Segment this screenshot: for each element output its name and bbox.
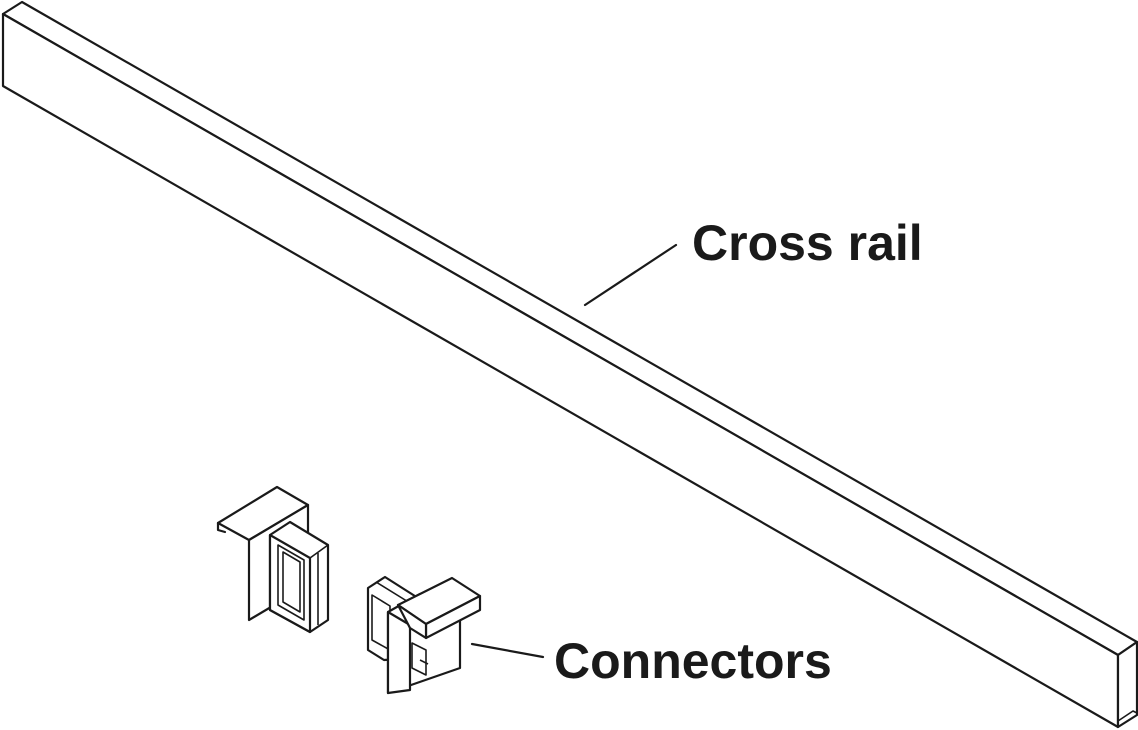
connector-right	[366, 575, 482, 695]
connectors-label: Connectors	[554, 633, 832, 689]
cross-rail-label: Cross rail	[692, 215, 923, 271]
cross-rail-end-inner	[1117, 710, 1138, 722]
connectors-leader-line	[470, 642, 545, 659]
cross-rail-front-face	[1, 12, 1120, 729]
cross-rail-top-face	[1, 0, 1138, 657]
cross-rail-leader-line	[583, 243, 678, 307]
connector-left	[216, 485, 330, 634]
cross-rail-end-face	[1116, 640, 1138, 729]
